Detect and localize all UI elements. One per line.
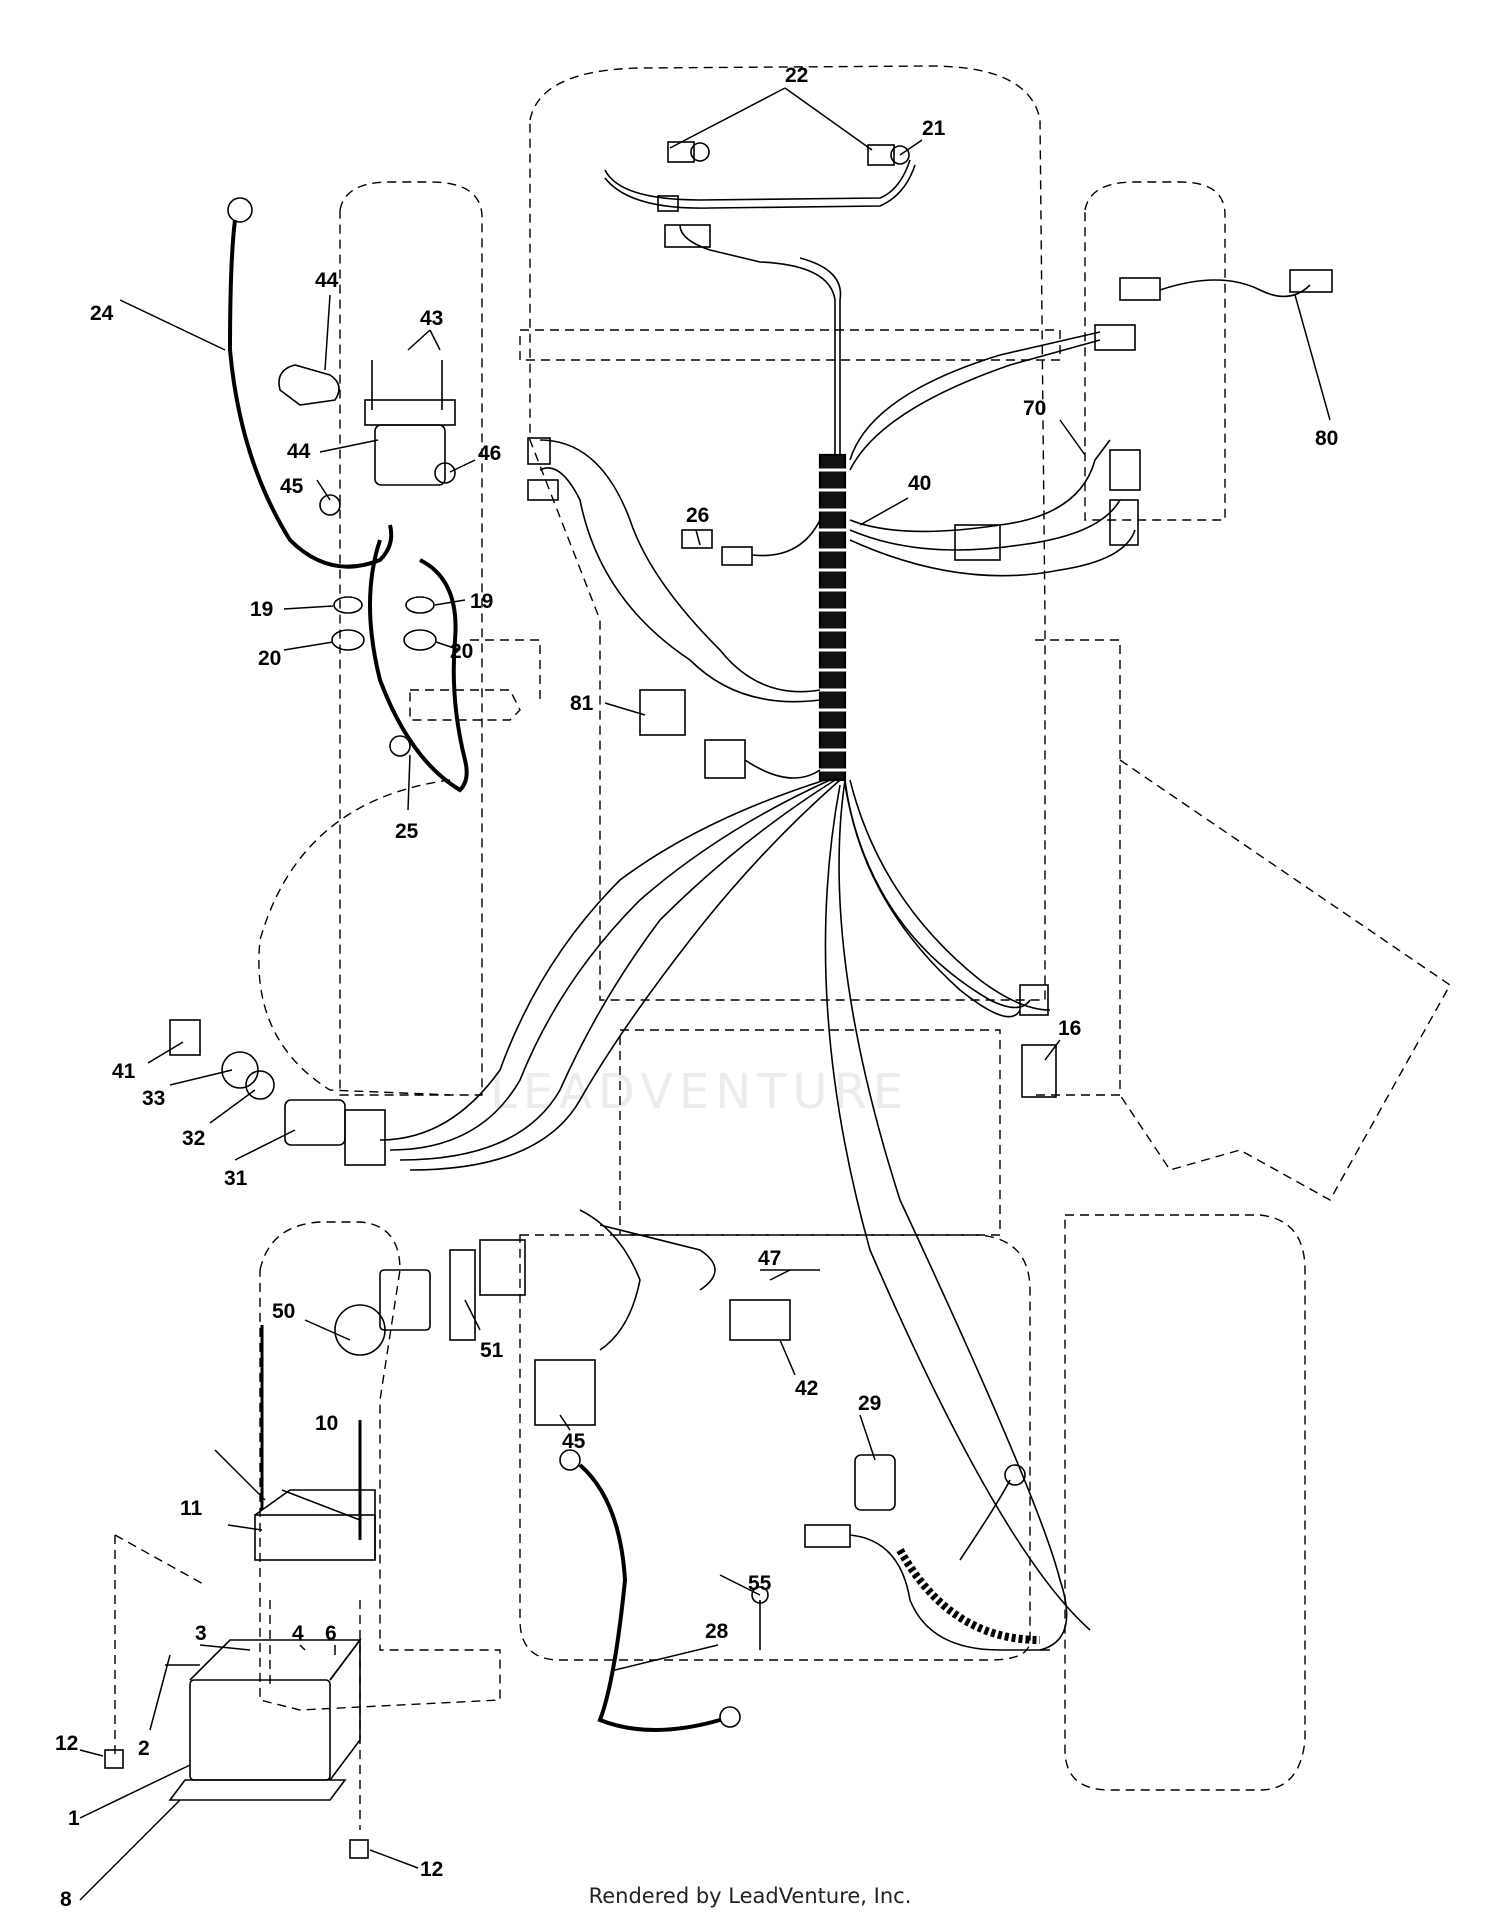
callout-labels: 22 21 24 44 43 44 45 46 19 19 20 20 25 4… — [55, 64, 1338, 1911]
leader-lines — [79, 87, 1331, 1901]
callout-41: 43 — [420, 307, 443, 330]
callout-30: 31 — [224, 1167, 248, 1190]
chassis-outline — [114, 65, 1451, 1830]
callout-20-left: 20 — [258, 647, 281, 670]
callout-50: 50 — [272, 1300, 295, 1323]
callout-31: 32 — [182, 1127, 205, 1150]
callout-12-right: 12 — [420, 1858, 443, 1881]
callout-24: 24 — [90, 302, 114, 325]
callout-16: 16 — [1058, 1017, 1081, 1040]
callout-44-left: 45 — [280, 475, 304, 498]
callout-47: 47 — [758, 1247, 781, 1270]
callout-22: 22 — [785, 64, 808, 87]
callout-3: 3 — [195, 1622, 207, 1645]
callout-8: 8 — [60, 1888, 72, 1911]
callout-40: 40 — [908, 472, 931, 495]
callout-42: 44 — [315, 269, 339, 292]
callout-43: 44 — [287, 440, 311, 463]
callout-33: 41 — [112, 1060, 136, 1083]
callout-70: 70 — [1023, 397, 1046, 420]
callout-45: 45 — [562, 1430, 586, 1453]
callout-2: 2 — [138, 1737, 150, 1760]
parts — [104, 141, 1333, 1859]
callout-1: 1 — [68, 1807, 80, 1830]
callout-21: 21 — [922, 117, 946, 140]
callout-19-right: 19 — [470, 590, 493, 613]
callout-44-right: 46 — [478, 442, 501, 465]
callout-12-left: 12 — [55, 1732, 78, 1755]
callout-11: 11 — [180, 1497, 203, 1520]
callout-29: 29 — [858, 1392, 881, 1415]
harness-sheath — [818, 453, 848, 782]
callout-46: 42 — [795, 1377, 818, 1400]
callout-20-right: 20 — [450, 640, 473, 663]
callout-28: 28 — [705, 1620, 729, 1643]
callout-19-left: 19 — [250, 598, 273, 621]
callout-32: 33 — [142, 1087, 165, 1110]
callout-4: 4 — [292, 1622, 304, 1645]
callout-26: 26 — [686, 504, 709, 527]
callout-51: 51 — [480, 1339, 504, 1362]
callout-80: 80 — [1315, 427, 1338, 450]
callout-10: 10 — [315, 1412, 338, 1435]
callout-55: 55 — [748, 1572, 772, 1595]
callout-6: 6 — [325, 1622, 337, 1645]
callout-81: 81 — [570, 692, 594, 715]
footer-credit: Rendered by LeadVenture, Inc. — [588, 1884, 912, 1908]
callout-25: 25 — [395, 820, 419, 843]
